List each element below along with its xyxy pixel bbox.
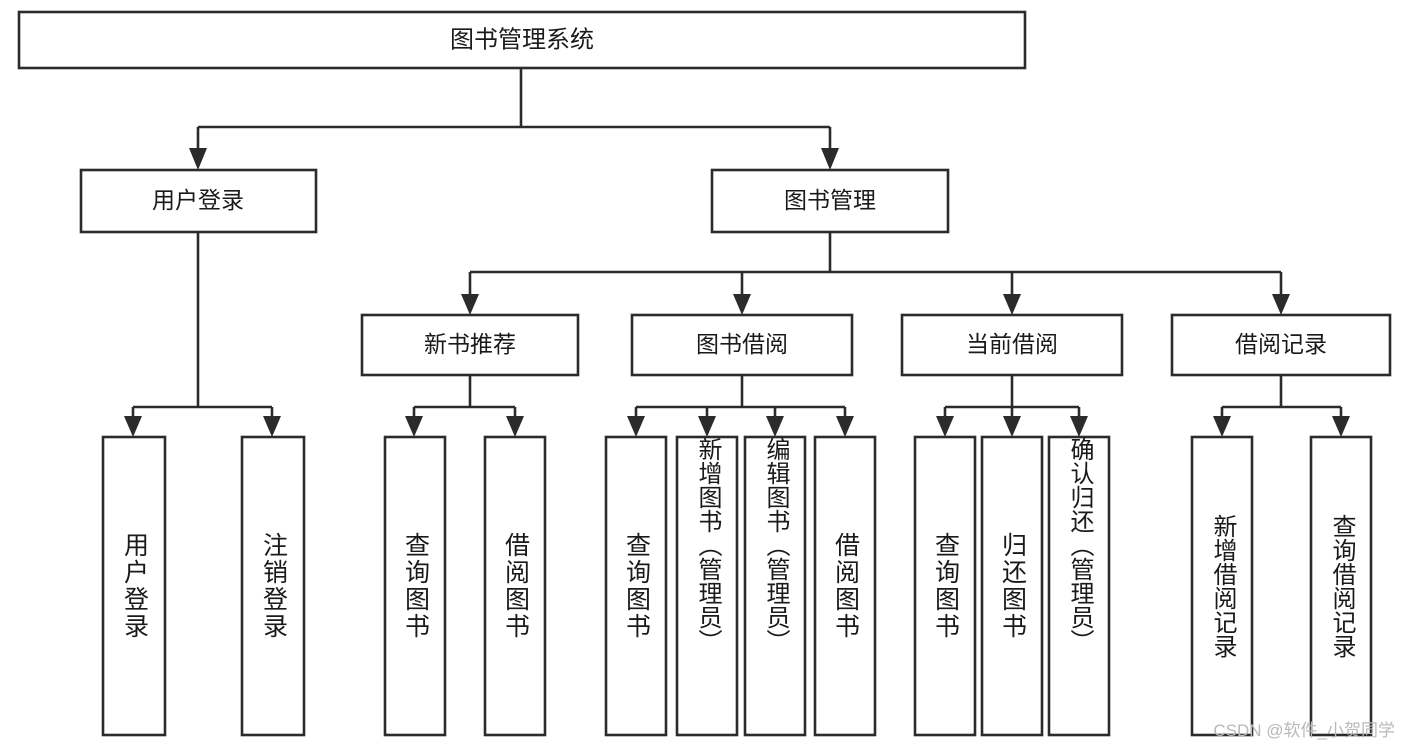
leaf-box-borrow-book-2[interactable] bbox=[813, 435, 877, 737]
node-user-login-label: 用户登录 bbox=[152, 187, 244, 213]
leaf-box-query-book-3[interactable] bbox=[913, 435, 977, 737]
arrow-head-current-borrow bbox=[1003, 294, 1021, 315]
node-root-system[interactable]: 图书管理系统 bbox=[17, 10, 1027, 70]
arrow-head-leaf-query-book-3 bbox=[936, 416, 954, 437]
arrow-head-user-login bbox=[189, 148, 207, 170]
leaf-box-user-login[interactable] bbox=[101, 435, 167, 737]
leaf-box-query-book-1[interactable] bbox=[383, 435, 447, 737]
node-book-borrow[interactable]: 图书借阅 bbox=[630, 313, 854, 377]
node-borrow-record-label: 借阅记录 bbox=[1235, 331, 1327, 357]
node-new-book-recommend[interactable]: 新书推荐 bbox=[360, 313, 580, 377]
csdn-watermark: CSDN @软件_小贺同学 bbox=[1213, 721, 1395, 740]
arrow-head-leaf-query-book-1 bbox=[405, 416, 423, 437]
leaf-box-add-record[interactable] bbox=[1190, 435, 1254, 737]
connector-group-user-login bbox=[124, 232, 281, 437]
connector-group-current-borrow bbox=[936, 375, 1088, 437]
connector-group-new-book-recommend bbox=[405, 375, 524, 437]
connector-group-borrow-record bbox=[1213, 375, 1350, 437]
leaf-box-logout[interactable] bbox=[240, 435, 306, 737]
connector-group-book-borrow bbox=[627, 375, 854, 437]
leaf-box-query-record[interactable] bbox=[1309, 435, 1373, 737]
arrow-head-book-management bbox=[821, 148, 839, 170]
leaf-box-borrow-book-1[interactable] bbox=[483, 435, 547, 737]
arrow-head-leaf-edit-book bbox=[766, 416, 784, 437]
arrow-head-leaf-query-book-2 bbox=[627, 416, 645, 437]
node-borrow-record[interactable]: 借阅记录 bbox=[1170, 313, 1392, 377]
node-user-login-box bbox=[79, 168, 318, 234]
node-book-management[interactable]: 图书管理 bbox=[710, 168, 950, 234]
arrow-head-new-book-recommend bbox=[461, 294, 479, 315]
leaf-box-add-book[interactable] bbox=[675, 435, 739, 737]
arrow-head-leaf-user-login bbox=[124, 416, 142, 437]
node-book-borrow-box bbox=[630, 313, 854, 377]
arrow-head-leaf-add-record bbox=[1213, 416, 1231, 437]
connector-group-root bbox=[189, 68, 839, 170]
leaf-box-confirm-return[interactable] bbox=[1047, 435, 1111, 737]
arrow-head-leaf-add-book bbox=[698, 416, 716, 437]
arrow-head-leaf-query-record bbox=[1332, 416, 1350, 437]
node-root-label: 图书管理系统 bbox=[450, 26, 594, 53]
leaf-box-query-book-2[interactable] bbox=[604, 435, 668, 737]
arrow-head-book-borrow bbox=[733, 294, 751, 315]
node-borrow-record-box bbox=[1170, 313, 1392, 377]
node-book-borrow-label: 图书借阅 bbox=[696, 331, 788, 357]
arrow-head-leaf-borrow-book-2 bbox=[836, 416, 854, 437]
node-root-box bbox=[17, 10, 1027, 70]
connector-group-book-management bbox=[461, 232, 1290, 315]
arrow-head-leaf-borrow-book-1 bbox=[506, 416, 524, 437]
node-current-borrow-label: 当前借阅 bbox=[966, 331, 1058, 357]
node-current-borrow[interactable]: 当前借阅 bbox=[900, 313, 1124, 377]
node-book-management-label: 图书管理 bbox=[784, 187, 876, 213]
node-new-book-recommend-box bbox=[360, 313, 580, 377]
arrow-head-leaf-logout bbox=[263, 416, 281, 437]
arrow-head-leaf-confirm-return bbox=[1070, 416, 1088, 437]
node-new-book-recommend-label: 新书推荐 bbox=[424, 331, 516, 357]
node-book-management-box bbox=[710, 168, 950, 234]
leaf-box-edit-book[interactable] bbox=[743, 435, 807, 737]
arrow-head-leaf-return-book bbox=[1003, 416, 1021, 437]
arrow-head-borrow-record bbox=[1272, 294, 1290, 315]
node-user-login[interactable]: 用户登录 bbox=[79, 168, 318, 234]
node-current-borrow-box bbox=[900, 313, 1124, 377]
leaf-box-return-book[interactable] bbox=[980, 435, 1044, 737]
